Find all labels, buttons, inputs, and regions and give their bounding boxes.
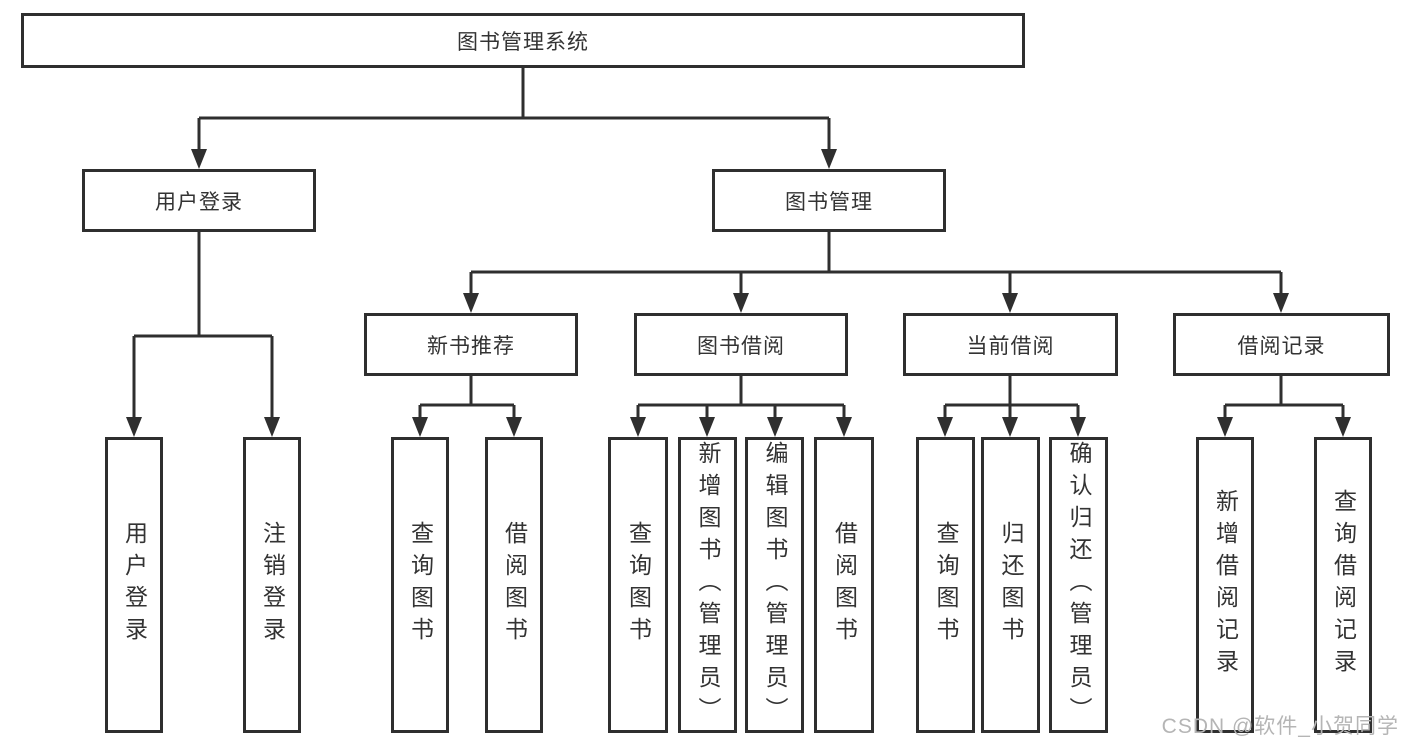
leaf-borrow-query-books-label: 查询图书 [625, 521, 652, 649]
node-root: 图书管理系统 [21, 13, 1025, 68]
leaf-current-query-books: 查询图书 [916, 437, 975, 733]
leaf-records-add-record-label: 新增借阅记录 [1212, 489, 1239, 681]
node-book-management-label: 图书管理 [785, 190, 873, 214]
leaf-borrow-edit-books-admin: 编辑图书（管理员） [745, 437, 804, 733]
node-book-borrow-label: 图书借阅 [697, 334, 785, 358]
leaf-borrow-add-books-admin-label: 新增图书（管理员） [695, 441, 721, 729]
leaf-records-query-record: 查询借阅记录 [1314, 437, 1372, 733]
node-user-login-label: 用户登录 [155, 190, 243, 214]
leaf-borrow-borrow-books: 借阅图书 [814, 437, 874, 733]
leaf-newbooks-query-books: 查询图书 [391, 437, 449, 733]
leaf-records-query-record-label: 查询借阅记录 [1330, 489, 1357, 681]
node-book-borrow: 图书借阅 [634, 313, 848, 376]
leaf-newbooks-query-books-label: 查询图书 [407, 521, 434, 649]
leaf-current-confirm-return-admin: 确认归还（管理员） [1049, 437, 1108, 733]
leaf-current-return-books-label: 归还图书 [998, 521, 1024, 649]
node-book-management: 图书管理 [712, 169, 946, 232]
node-current-borrow-label: 当前借阅 [966, 334, 1055, 358]
leaf-current-query-books-label: 查询图书 [933, 521, 959, 649]
leaf-user-login-label: 用户登录 [121, 521, 148, 649]
leaf-user-login: 用户登录 [105, 437, 163, 733]
leaf-logout-label: 注销登录 [259, 521, 286, 649]
leaf-logout: 注销登录 [243, 437, 301, 733]
leaf-borrow-borrow-books-label: 借阅图书 [831, 521, 858, 649]
leaf-records-add-record: 新增借阅记录 [1196, 437, 1254, 733]
leaf-current-return-books: 归还图书 [981, 437, 1040, 733]
node-borrow-records-label: 借阅记录 [1237, 334, 1326, 358]
leaf-newbooks-borrow-books: 借阅图书 [485, 437, 543, 733]
node-user-login: 用户登录 [82, 169, 316, 232]
node-new-book-recommend: 新书推荐 [364, 313, 578, 376]
node-current-borrow: 当前借阅 [903, 313, 1118, 376]
node-borrow-records: 借阅记录 [1173, 313, 1390, 376]
leaf-borrow-edit-books-admin-label: 编辑图书（管理员） [762, 441, 788, 729]
leaf-current-confirm-return-admin-label: 确认归还（管理员） [1066, 441, 1092, 729]
leaf-newbooks-borrow-books-label: 借阅图书 [501, 521, 528, 649]
node-root-label: 图书管理系统 [457, 30, 589, 54]
leaf-borrow-add-books-admin: 新增图书（管理员） [678, 437, 737, 733]
csdn-watermark: CSDN @软件_小贺同学 [1161, 715, 1399, 738]
node-new-book-recommend-label: 新书推荐 [427, 334, 515, 358]
leaf-borrow-query-books: 查询图书 [608, 437, 668, 733]
